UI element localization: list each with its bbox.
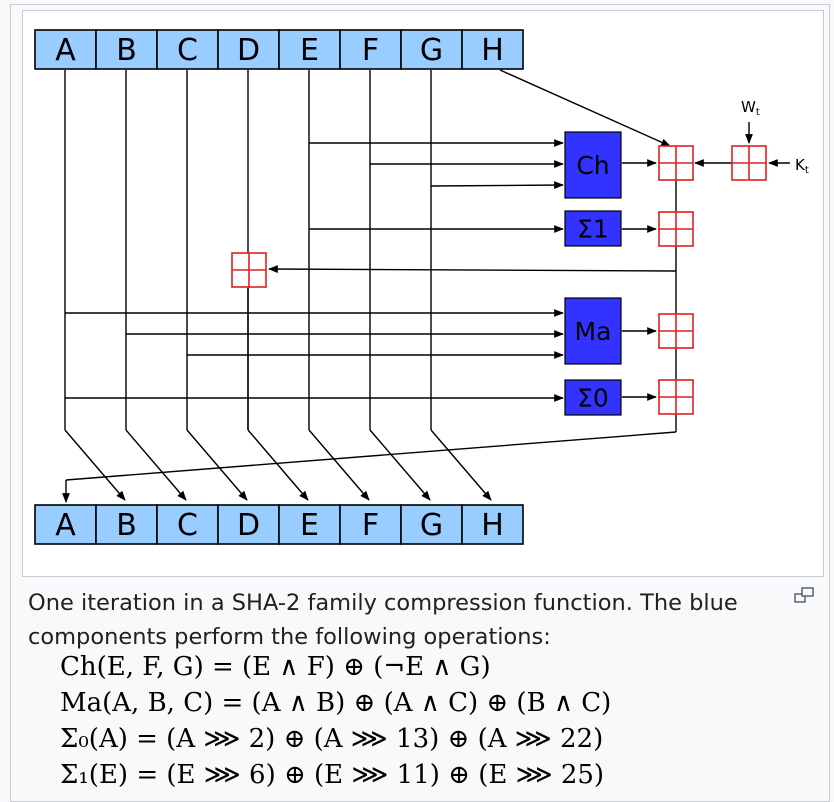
top-register-label: A bbox=[55, 33, 76, 68]
formula-ch: Ch(E, F, G) = (E ∧ F) ⊕ (¬E ∧ G) bbox=[60, 652, 491, 682]
bottom-register-f bbox=[339, 504, 402, 545]
adder-icon bbox=[731, 145, 767, 181]
adder-icon bbox=[231, 252, 267, 288]
adder-icon bbox=[658, 211, 694, 247]
bottom-register-d bbox=[217, 504, 280, 545]
block-sigma1-label: Σ1 bbox=[577, 215, 609, 244]
top-register-g bbox=[400, 29, 463, 70]
top-register-a bbox=[34, 29, 97, 70]
adders bbox=[231, 145, 767, 415]
bottom-register-label: C bbox=[177, 508, 198, 543]
bottom-register-c bbox=[156, 504, 219, 545]
bottom-register-h bbox=[461, 504, 524, 545]
block-ma-label: Ma bbox=[575, 317, 612, 346]
top-registers: A B C D E F G H bbox=[34, 29, 524, 70]
bottom-register-label: G bbox=[420, 508, 443, 543]
round-inputs: Wt Kt bbox=[741, 98, 809, 176]
bottom-register-b bbox=[95, 504, 158, 545]
enlarge-icon[interactable] bbox=[793, 586, 815, 604]
top-register-d bbox=[217, 29, 280, 70]
formula-sigma1: Σ₁(E) = (E ⋙ 6) ⊕ (E ⋙ 11) ⊕ (E ⋙ 25) bbox=[60, 760, 605, 790]
adder-icon bbox=[658, 313, 694, 349]
top-register-c bbox=[156, 29, 219, 70]
top-register-label: G bbox=[420, 33, 443, 68]
sha2-diagram: A B C D E F G H A B C D E F G H bbox=[34, 29, 809, 545]
top-register-label: E bbox=[300, 33, 319, 68]
formula-sigma0: Σ₀(A) = (A ⋙ 2) ⊕ (A ⋙ 13) ⊕ (A ⋙ 22) bbox=[60, 724, 604, 754]
image-caption: One iteration in a SHA-2 family compress… bbox=[28, 590, 738, 650]
block-ch-label: Ch bbox=[576, 151, 609, 180]
diagram-image[interactable] bbox=[22, 10, 824, 577]
bottom-register-g bbox=[400, 504, 463, 545]
top-register-label: B bbox=[116, 33, 137, 68]
adder-icon bbox=[658, 145, 694, 181]
block-sigma1 bbox=[564, 210, 622, 247]
top-register-label: F bbox=[362, 33, 379, 68]
adder-icon bbox=[658, 379, 694, 415]
block-ch bbox=[564, 131, 622, 199]
top-register-f bbox=[339, 29, 402, 70]
bottom-register-label: H bbox=[481, 508, 504, 543]
top-register-label: H bbox=[481, 33, 504, 68]
bottom-register-label: F bbox=[362, 508, 379, 543]
bottom-register-label: A bbox=[55, 508, 76, 543]
wires bbox=[62, 69, 790, 503]
bottom-register-label: B bbox=[116, 508, 137, 543]
block-ma bbox=[564, 297, 622, 365]
top-register-h bbox=[461, 29, 524, 70]
block-sigma0 bbox=[564, 379, 622, 416]
block-sigma0-label: Σ0 bbox=[577, 384, 609, 413]
bottom-register-label: D bbox=[237, 508, 260, 543]
formula-ma: Ma(A, B, C) = (A ∧ B) ⊕ (A ∧ C) ⊕ (B ∧ C… bbox=[60, 688, 612, 718]
bottom-registers: A B C D E F G H bbox=[34, 504, 524, 545]
k-label: Kt bbox=[795, 156, 809, 176]
w-label: Wt bbox=[741, 98, 760, 118]
top-register-label: C bbox=[177, 33, 198, 68]
top-register-e bbox=[278, 29, 341, 70]
bottom-register-label: E bbox=[300, 508, 319, 543]
top-register-label: D bbox=[237, 33, 260, 68]
